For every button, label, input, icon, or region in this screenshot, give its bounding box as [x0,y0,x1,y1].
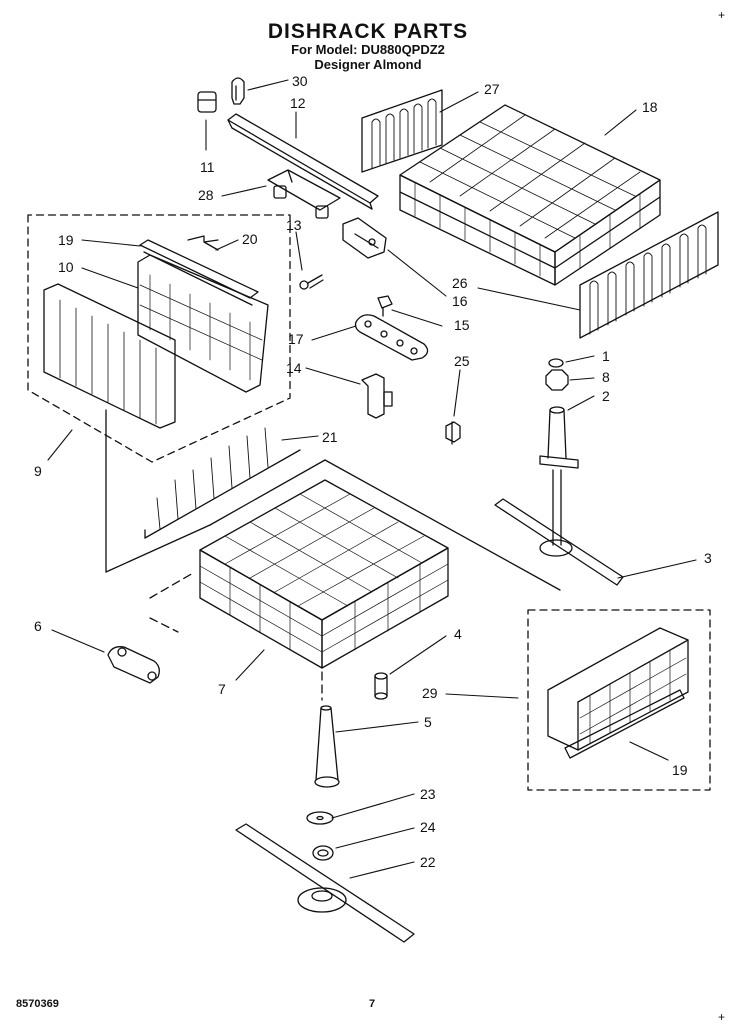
callout-11: 11 [200,159,215,175]
page-title: DISHRACK PARTS [267,20,469,43]
screw-13 [300,275,323,289]
callout-19-left: 19 [58,232,74,248]
clip-20 [188,236,218,250]
rack-rail-12 [228,114,378,209]
upper-spray-arm-3 [495,470,623,585]
clip-25 [446,422,460,444]
rail-clip-30 [232,78,244,104]
silverware-rack-10 [138,255,268,392]
callout-21: 21 [322,429,338,445]
callout-9: 9 [34,463,42,479]
roller-bracket-28 [268,170,340,218]
tine-row-26 [580,212,718,338]
callout-22: 22 [420,854,436,870]
callout-26: 26 [452,275,468,291]
adjuster-plate-16 [343,218,386,258]
callout-10: 10 [58,259,74,275]
door-panel-9 [44,284,175,428]
nut-8 [546,370,568,390]
dashed-guide-lines [150,572,322,700]
callout-24: 24 [420,819,436,835]
callout-1: 1 [602,348,610,364]
rack-roller-6 [108,647,159,683]
latch-14 [362,374,392,418]
callout-5: 5 [424,714,432,730]
color-line: Designer Almond [314,57,422,72]
callout-19-right: 19 [672,762,688,778]
tine-row-27 [362,90,442,172]
callout-16: 16 [452,293,468,309]
corner-mark: + [718,1010,726,1024]
dashed-group-box-29 [528,610,710,790]
callout-20: 20 [242,231,258,247]
lever-17 [356,315,428,360]
callout-12: 12 [290,95,306,111]
callout-13: 13 [286,217,302,233]
seal-24 [313,846,333,860]
model-line: For Model: DU880QPDZ2 [291,42,445,57]
washer-23 [307,812,333,824]
callout-28: 28 [198,187,214,203]
silverware-basket-29 [548,628,688,750]
callout-8: 8 [602,369,610,385]
tube-5 [315,706,339,787]
callout-23: 23 [420,786,436,802]
callout-29: 29 [422,685,438,701]
callout-arrows [48,80,696,878]
rail-stop-11 [198,92,216,112]
callout-3: 3 [704,550,712,566]
callout-18: 18 [642,99,658,115]
tube-2 [540,407,578,468]
callout-17: 17 [288,331,304,347]
stud-4 [375,673,387,699]
washer-1 [549,359,563,367]
lower-rack-7 [200,480,448,668]
dashed-group-box-9 [28,215,290,462]
lower-spray-arm-22 [236,824,414,942]
document-number: 8570369 [16,998,59,1010]
corner-mark: + [718,8,726,22]
callout-14: 14 [286,360,302,376]
callout-15: 15 [454,317,470,333]
callout-4: 4 [454,626,462,642]
rail-19-left [140,240,258,305]
leader-line-9-to-basket [106,410,560,590]
upper-rack-18 [400,105,660,285]
callout-7: 7 [218,681,226,697]
page-number: 7 [369,998,376,1010]
callout-25: 25 [454,353,470,369]
callout-2: 2 [602,388,610,404]
tine-row-21 [145,428,300,538]
nut-15 [378,296,392,316]
callout-30: 30 [292,73,308,89]
callout-6: 6 [34,618,42,634]
callout-27: 27 [484,81,500,97]
rail-19-right [565,690,684,758]
